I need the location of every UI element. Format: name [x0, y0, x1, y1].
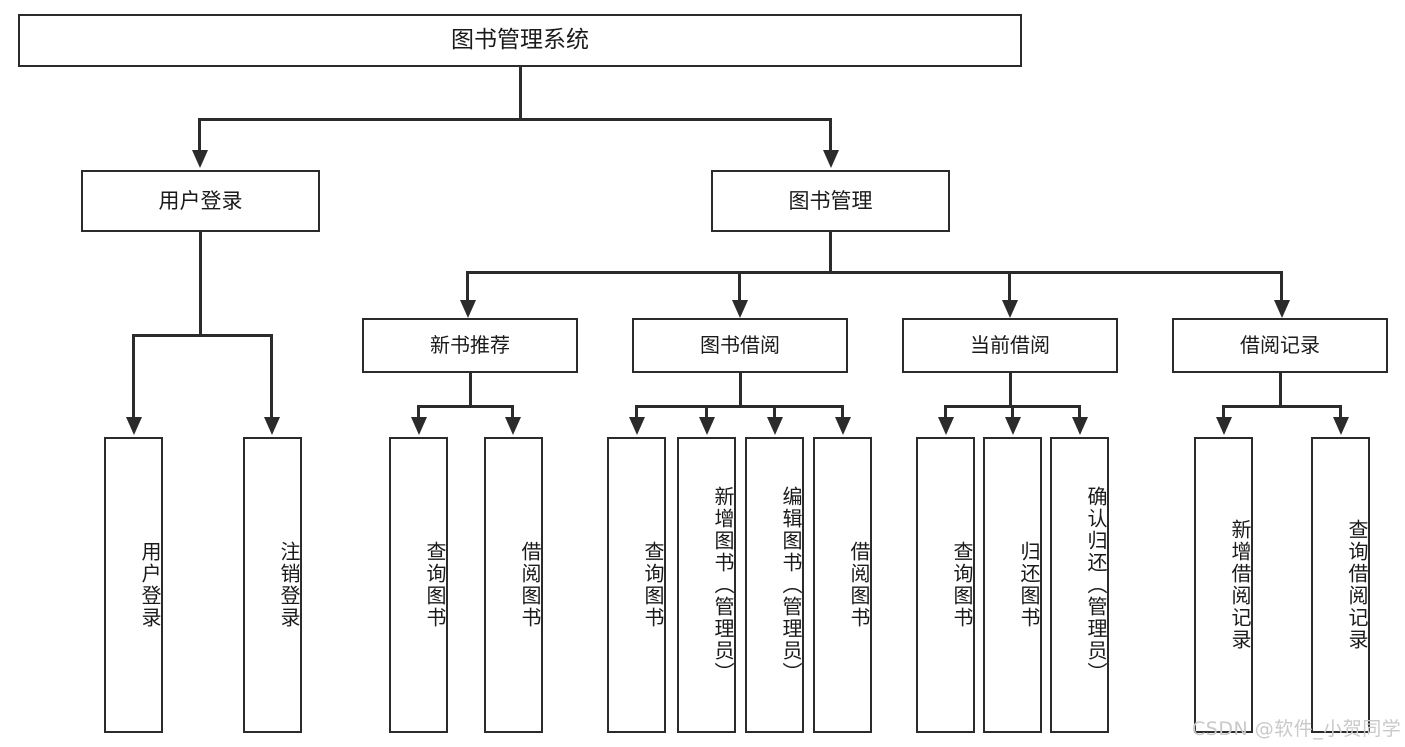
connector-user-login-to-leaf-1	[132, 334, 135, 419]
connector-new-book-rec-to-leaf-1	[417, 405, 420, 419]
leaf-label: 新增图书（管理员）	[711, 486, 735, 684]
connector-borrow-record-bus	[1222, 405, 1341, 408]
connector-user-login-stem	[199, 232, 202, 334]
arrow-book-borrow-to-leaf-1	[629, 417, 645, 435]
connector-borrow-record-stem	[1279, 373, 1282, 405]
connector-current-borrow-to-leaf-3	[1078, 405, 1081, 419]
node-current-borrow-label: 当前借阅	[970, 333, 1050, 357]
connector-book-borrow-to-leaf-1	[635, 405, 638, 419]
connector-book-borrow-to-leaf-4	[841, 405, 844, 419]
node-borrow-record-label: 借阅记录	[1240, 333, 1320, 357]
arrow-user-login-to-leaf-2	[264, 417, 280, 435]
leaf-node-return-book[interactable]: 归还图书	[983, 437, 1042, 733]
connector-root-to-book-manage	[829, 118, 832, 152]
arrow-book-borrow-to-leaf-2	[699, 417, 715, 435]
leaf-node-query-book-2[interactable]: 查询图书	[607, 437, 666, 733]
connector-borrow-record-to-leaf-2	[1339, 405, 1342, 419]
node-root[interactable]: 图书管理系统	[18, 14, 1022, 67]
leaf-label: 编辑图书（管理员）	[779, 486, 803, 684]
connector-book-borrow-stem	[739, 373, 742, 405]
leaf-node-logout[interactable]: 注销登录	[243, 437, 302, 733]
leaf-node-query-book-3[interactable]: 查询图书	[916, 437, 975, 733]
leaf-label: 查询图书	[641, 541, 665, 629]
arrow-book-borrow-to-leaf-4	[835, 417, 851, 435]
connector-current-borrow-to-leaf-2	[1011, 405, 1014, 419]
connector-book-manage-to-current-borrow	[1008, 271, 1011, 303]
connector-book-manage-stem	[829, 232, 832, 271]
csdn-watermark: CSDN @软件_小贺同学	[1192, 718, 1402, 740]
connector-book-manage-to-borrow-record	[1280, 271, 1283, 303]
leaf-label: 借阅图书	[847, 541, 871, 629]
node-new-book-rec[interactable]: 新书推荐	[362, 318, 578, 373]
connector-root-to-user-login	[198, 118, 201, 152]
leaf-node-borrow-book-1[interactable]: 借阅图书	[484, 437, 543, 733]
connector-current-borrow-stem	[1009, 373, 1012, 405]
connector-book-borrow-to-leaf-3	[773, 405, 776, 419]
node-current-borrow[interactable]: 当前借阅	[902, 318, 1118, 373]
node-book-manage[interactable]: 图书管理	[711, 170, 950, 232]
arrow-book-manage-to-borrow-record	[1274, 300, 1290, 318]
arrow-current-borrow-to-leaf-3	[1072, 417, 1088, 435]
arrow-user-login-to-leaf-1	[126, 417, 142, 435]
node-new-book-rec-label: 新书推荐	[430, 333, 510, 357]
leaf-label: 归还图书	[1017, 541, 1041, 629]
connector-root-stem	[519, 67, 522, 118]
arrow-book-manage-to-new-book-rec	[460, 300, 476, 318]
connector-book-manage-to-book-borrow	[738, 271, 741, 303]
connector-book-borrow-to-leaf-2	[705, 405, 708, 419]
node-book-manage-label: 图书管理	[788, 188, 873, 213]
leaf-label: 查询图书	[423, 541, 447, 629]
leaf-node-query-book-1[interactable]: 查询图书	[389, 437, 448, 733]
leaf-label: 查询图书	[950, 541, 974, 629]
leaf-label: 新增借阅记录	[1228, 519, 1252, 651]
leaf-node-confirm-return[interactable]: 确认归还（管理员）	[1050, 437, 1109, 733]
arrow-current-borrow-to-leaf-1	[938, 417, 954, 435]
connector-new-book-rec-stem	[469, 373, 472, 405]
connector-book-manage-bus	[466, 271, 1283, 274]
arrow-borrow-record-to-leaf-1	[1216, 417, 1232, 435]
arrow-current-borrow-to-leaf-2	[1005, 417, 1021, 435]
connector-root-bus	[198, 118, 832, 121]
arrow-book-manage-to-book-borrow	[732, 300, 748, 318]
arrow-root-to-user-login	[192, 150, 208, 168]
leaf-node-query-record[interactable]: 查询借阅记录	[1311, 437, 1370, 733]
connector-new-book-rec-bus	[417, 405, 513, 408]
leaf-label: 用户登录	[138, 541, 162, 629]
connector-book-manage-to-new-book-rec	[466, 271, 469, 303]
arrow-borrow-record-to-leaf-2	[1333, 417, 1349, 435]
connector-user-login-to-leaf-2	[270, 334, 273, 419]
leaf-node-user-login[interactable]: 用户登录	[104, 437, 163, 733]
connector-book-borrow-bus	[635, 405, 843, 408]
node-user-login-label: 用户登录	[158, 188, 243, 213]
node-book-borrow-label: 图书借阅	[700, 333, 780, 357]
connector-current-borrow-to-leaf-1	[944, 405, 947, 419]
arrow-book-manage-to-current-borrow	[1002, 300, 1018, 318]
leaf-label: 确认归还（管理员）	[1084, 486, 1108, 684]
node-book-borrow[interactable]: 图书借阅	[632, 318, 848, 373]
leaf-label: 查询借阅记录	[1345, 519, 1369, 651]
connector-new-book-rec-to-leaf-2	[511, 405, 514, 419]
leaf-label: 注销登录	[277, 541, 301, 629]
node-user-login[interactable]: 用户登录	[81, 170, 320, 232]
arrow-root-to-book-manage	[823, 150, 839, 168]
arrow-new-book-rec-to-leaf-1	[411, 417, 427, 435]
connector-user-login-bus	[132, 334, 272, 337]
arrow-new-book-rec-to-leaf-2	[505, 417, 521, 435]
node-root-label: 图书管理系统	[451, 27, 589, 54]
node-borrow-record[interactable]: 借阅记录	[1172, 318, 1388, 373]
leaf-node-edit-book[interactable]: 编辑图书（管理员）	[745, 437, 804, 733]
leaf-node-add-record[interactable]: 新增借阅记录	[1194, 437, 1253, 733]
arrow-book-borrow-to-leaf-3	[767, 417, 783, 435]
leaf-node-borrow-book-2[interactable]: 借阅图书	[813, 437, 872, 733]
leaf-node-add-book[interactable]: 新增图书（管理员）	[677, 437, 736, 733]
connector-borrow-record-to-leaf-1	[1222, 405, 1225, 419]
leaf-label: 借阅图书	[518, 541, 542, 629]
